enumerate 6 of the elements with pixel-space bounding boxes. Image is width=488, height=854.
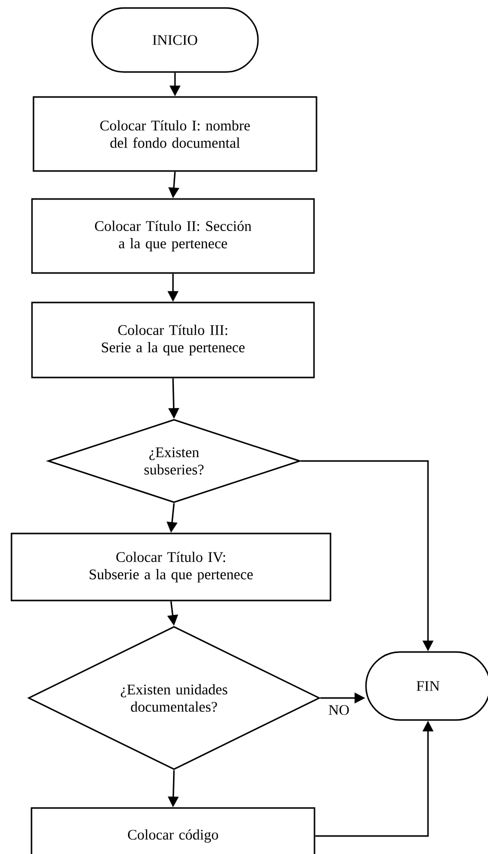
process-box: Colocar Título I: nombre del fondo documental [32, 96, 318, 172]
process-box: Colocar Título II: Sección a la que pertenece [31, 198, 315, 274]
edge-label: NO [326, 704, 351, 716]
process-box: Colocar Título III: Serie a la que pertenece [31, 302, 315, 378]
process-box: Colocar código [30, 807, 316, 854]
process-box: Colocar Título IV: Subserie a la que pertenece [10, 532, 332, 602]
